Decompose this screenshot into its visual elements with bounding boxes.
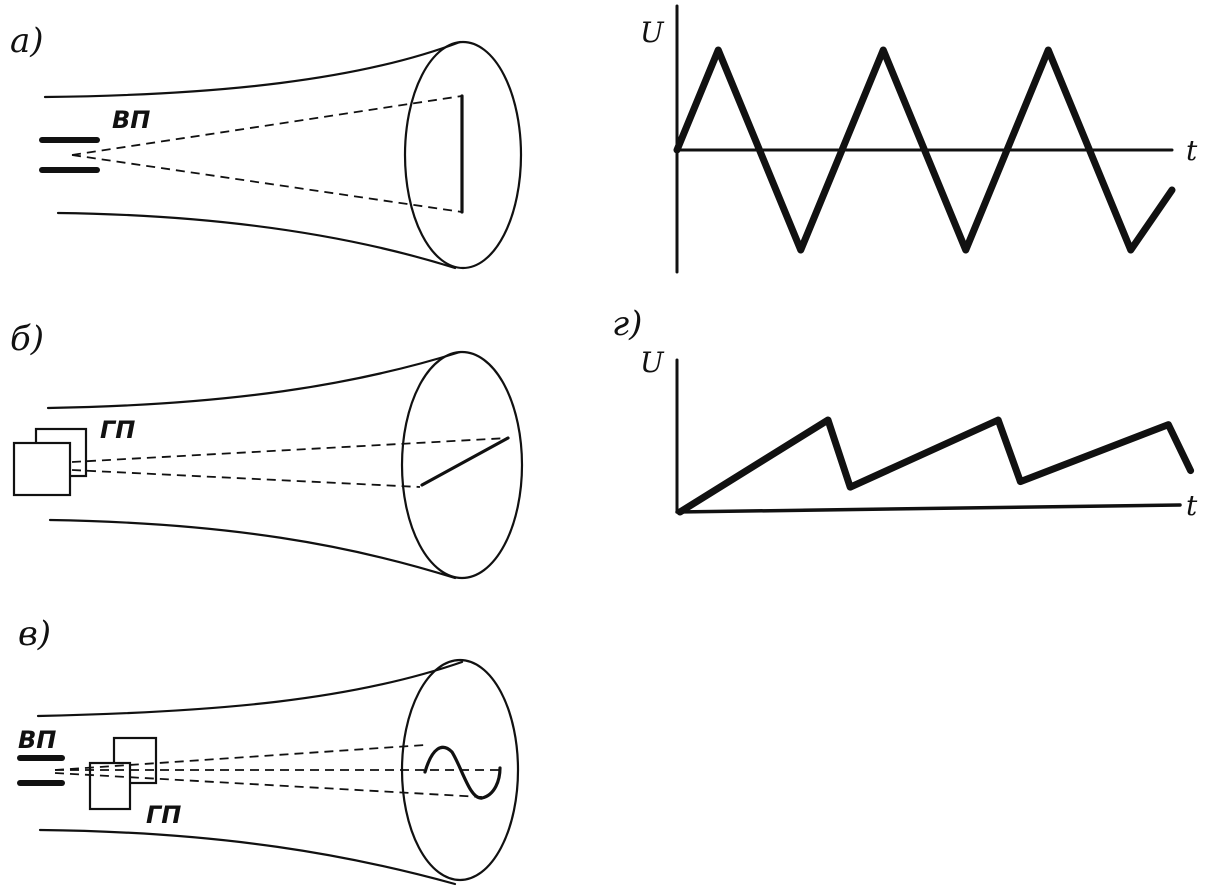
screen-trace-sine-v <box>423 745 502 800</box>
vertical-plates-label-v: ВП <box>18 726 56 754</box>
graph-sine-y-label: U <box>640 16 665 49</box>
tube-a-top-contour <box>43 40 462 99</box>
beam-b-lower <box>71 469 421 488</box>
graph-sine-x-label: t <box>1186 134 1198 167</box>
tube-b-bottom-contour <box>48 518 457 580</box>
screen-a <box>403 40 523 270</box>
graph-sine: U t <box>640 4 1198 274</box>
horizontal-plates-label-v: ГП <box>146 801 181 829</box>
panel-b: б) ГП <box>10 319 524 580</box>
panel-v: в) ВП ГП <box>17 614 520 886</box>
beam-b-upper <box>71 437 509 463</box>
screen-trace-diagonal-b <box>420 436 510 487</box>
screen-b <box>400 350 524 580</box>
beam-a-upper <box>71 95 463 156</box>
tube-b-top-contour <box>46 350 462 410</box>
horizontal-plates-label-b: ГП <box>100 416 135 444</box>
panel-b-label: б) <box>10 319 44 359</box>
beam-a-lower <box>71 154 463 213</box>
graph-sawtooth-series <box>676 416 1195 516</box>
panel-g-label: г) <box>612 304 642 344</box>
tube-a-bottom-contour <box>56 211 457 270</box>
tube-v-bottom-contour <box>38 828 457 886</box>
beam-v-lower <box>54 772 483 798</box>
graph-sawtooth-y-label: U <box>640 346 665 379</box>
tube-v-top-contour <box>36 660 464 718</box>
graph-sawtooth-x-label: t <box>1186 489 1198 522</box>
panel-a: а) ВП <box>10 21 523 270</box>
graph-sine-series <box>673 46 1176 254</box>
graph-sawtooth-x-axis <box>675 503 1182 514</box>
vertical-plates-label-a: ВП <box>112 106 150 134</box>
panel-a-label: а) <box>10 21 44 61</box>
horizontal-plate-front-b <box>12 441 72 497</box>
graph-sawtooth: г) U t <box>612 304 1198 522</box>
panel-v-label: в) <box>18 614 51 654</box>
beam-v-upper <box>54 744 426 771</box>
